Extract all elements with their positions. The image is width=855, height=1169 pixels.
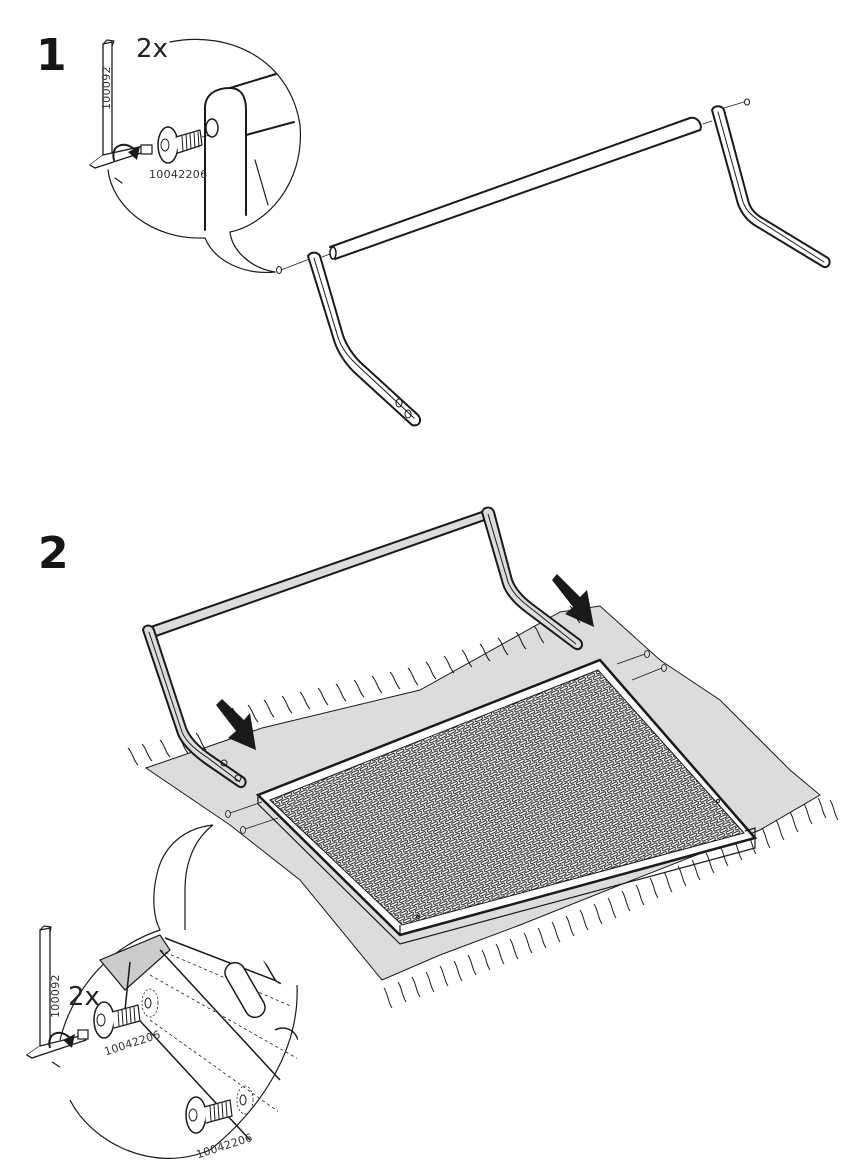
rotate-arrow-icon	[48, 1031, 75, 1049]
step-2-callout-bubble	[59, 824, 298, 1159]
step-2-tool-part-number: 100092	[49, 974, 62, 1018]
screw-icon	[276, 257, 313, 274]
mesh-panel-part	[255, 658, 758, 945]
step-1-number: 1	[36, 30, 67, 81]
crossbar-rod-part	[321, 116, 713, 260]
screw-icon	[185, 1096, 233, 1134]
screw-icon	[225, 650, 667, 834]
screw-icon	[157, 126, 211, 164]
push-down-arrow-icon	[216, 699, 256, 750]
push-down-arrow-icon	[552, 574, 594, 627]
step-1-callout-bubble	[107, 38, 301, 274]
u-frame-part	[142, 506, 584, 788]
step-1-quantity-label: 2x	[136, 34, 168, 64]
step-2-quantity-label: 2x	[68, 982, 100, 1012]
rug-fringe-bottom	[383, 797, 839, 1009]
right-leg-part	[711, 105, 831, 268]
left-leg-part	[307, 251, 421, 427]
step-1-screw-part-number: 10042206	[149, 168, 208, 181]
step-2-number: 2	[38, 528, 69, 579]
screw-icon	[93, 1001, 141, 1039]
rotate-arrow-icon	[112, 143, 140, 161]
screw-icon	[723, 98, 750, 109]
